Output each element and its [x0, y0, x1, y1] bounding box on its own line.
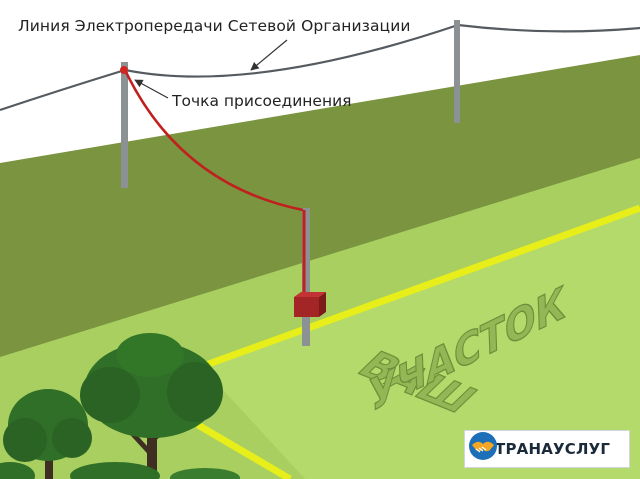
- pole-branch: [302, 208, 310, 346]
- meter-box: [294, 292, 326, 317]
- tree-large: [80, 333, 223, 479]
- plot-boundary-left: [196, 421, 292, 479]
- logo-word-left: СТРАНА: [483, 440, 554, 458]
- pole-back: [454, 20, 460, 123]
- power-line-wire-main: [124, 23, 459, 78]
- connection-point: [120, 66, 128, 74]
- tree-small: [3, 389, 92, 479]
- power-line-wire-left: [0, 68, 126, 112]
- arrow-to-connection-point: [134, 79, 169, 99]
- branch-cable: [123, 69, 304, 212]
- pole-main: [121, 62, 128, 188]
- connection-point-label: Точка присоединения: [172, 92, 352, 110]
- logo-word-right: УСЛУГ: [553, 440, 611, 458]
- arrow-to-power-line: [250, 39, 288, 71]
- handshake-icon: [469, 432, 497, 460]
- plot-area: [203, 210, 640, 479]
- foreground-bushes: [0, 462, 240, 479]
- power-line-label: Линия Электропередачи Сетевой Организаци…: [18, 17, 411, 35]
- strana-uslug-logo: СТРАНА УСЛУГ: [464, 430, 630, 468]
- plot-boundary-far: [201, 204, 640, 370]
- power-line-wire-right: [457, 23, 640, 33]
